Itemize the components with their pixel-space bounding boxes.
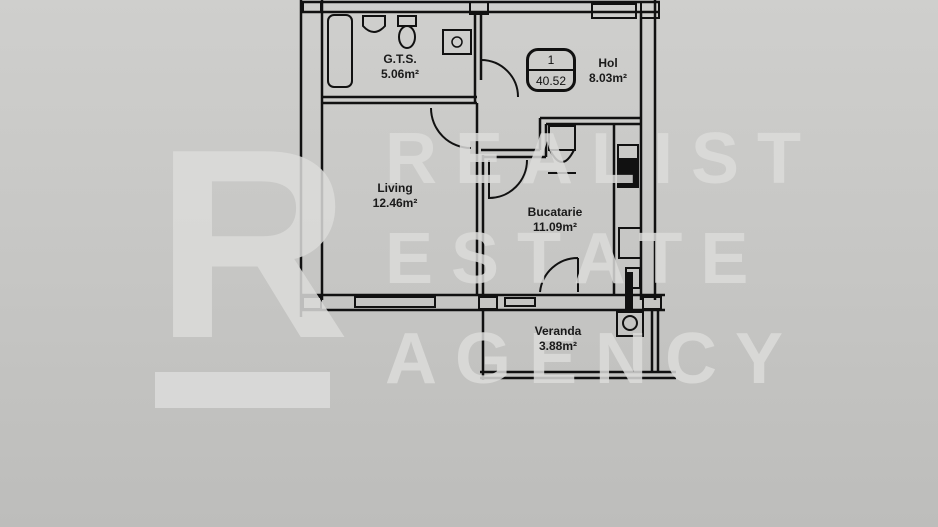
room-label-hol: Hol 8.03m² bbox=[589, 56, 627, 86]
room-name: Hol bbox=[598, 56, 618, 70]
room-name: Veranda bbox=[534, 324, 582, 338]
watermark-logo-bar bbox=[155, 372, 330, 408]
room-name: G.T.S. bbox=[383, 52, 417, 66]
room-area: 11.09m² bbox=[532, 220, 578, 234]
room-area: 8.03m² bbox=[588, 71, 628, 85]
room-area: 5.06m² bbox=[380, 67, 420, 81]
unit-badge: 1 40.52 bbox=[526, 48, 576, 92]
room-area: 3.88m² bbox=[538, 339, 578, 353]
room-label-veranda: Veranda 3.88m² bbox=[535, 324, 582, 354]
room-name: Living bbox=[377, 181, 413, 195]
room-name: Bucatarie bbox=[527, 205, 583, 219]
room-area: 12.46m² bbox=[372, 196, 418, 210]
unit-number: 1 bbox=[529, 51, 573, 71]
room-label-gts: G.T.S. 5.06m² bbox=[381, 52, 419, 82]
room-label-living: Living 12.46m² bbox=[373, 181, 418, 211]
unit-total-area: 40.52 bbox=[535, 74, 567, 88]
room-label-bucatarie: Bucatarie 11.09m² bbox=[528, 205, 583, 235]
